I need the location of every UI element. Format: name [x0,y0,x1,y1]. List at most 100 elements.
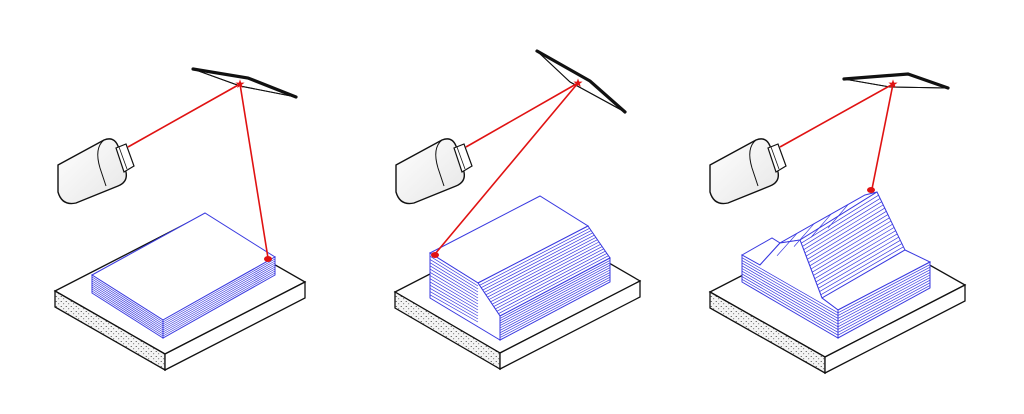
layer-line [816,236,899,286]
layer-line [499,269,611,329]
layer-line [487,239,598,298]
layer-line [803,201,882,250]
layer-line [499,274,611,334]
printed-part-icon [740,191,932,339]
layer-line [162,270,276,335]
scanner-mirror-icon [191,67,298,99]
layer-line [162,266,276,331]
layer-line [741,278,839,336]
layer-line [162,272,276,337]
layer-line [498,255,609,314]
laser-spot-icon [867,187,875,193]
layer-line [499,276,611,336]
layer-line [741,270,839,328]
mirror-reflection-point: ★ [888,77,899,91]
layer-line [429,268,479,299]
layer-line [793,223,815,247]
laser-spot-icon [264,256,272,262]
layer-line [429,294,479,323]
laser-source-icon [57,138,135,205]
layer-line [429,278,479,308]
layer-line [804,204,884,254]
layer-line [741,262,839,319]
layer-line [801,194,879,244]
layer-line [499,267,611,326]
layer-line [814,230,896,279]
panel-3: ★ [708,72,967,375]
layer-line [810,220,892,270]
laser-beam [779,83,894,190]
layer-line [91,286,164,333]
layer-line [429,271,479,302]
layer-line [429,291,479,320]
panel-1: ★ [53,67,307,372]
layer-line [162,264,276,329]
layer-line [480,230,592,289]
layer-line [813,227,895,276]
layer-line [837,279,931,330]
layer-line [802,198,881,247]
scanner-mirror-icon [842,72,950,90]
mirror-reflection-point: ★ [573,76,584,90]
layer-line [496,253,608,312]
laser-spot-icon [431,252,439,258]
layer-line [741,268,839,325]
layer-line [91,276,164,323]
layer-line [499,260,611,319]
layer-line [482,232,593,291]
layer-line [499,272,611,331]
layer-line [429,255,479,287]
layer-line [818,240,901,289]
layer-line [741,273,839,330]
layer-line [741,265,839,322]
layer-line [815,233,898,283]
printed-part-icon [428,195,611,341]
laser-beam [127,83,269,259]
panel-2: ★ [393,49,642,371]
layer-line [488,241,600,300]
layer-line [429,288,479,317]
layer-line [776,233,798,257]
layer-line [495,250,606,310]
layer-line [162,268,276,333]
layer-line [91,282,164,329]
layer-line [819,243,903,292]
layer-line [837,274,931,325]
layer-line [485,237,597,296]
layer-line [741,257,839,314]
layer-line [479,227,590,286]
layer-line [499,279,611,338]
printed-part-icon [91,212,276,339]
layer-line [809,217,890,267]
layer-line [91,280,164,327]
layer-line [810,213,832,238]
layer-line [490,243,601,303]
layer-line [493,248,604,307]
layer-line [499,262,611,322]
laser-source-icon [395,138,473,205]
layer-line [837,277,931,328]
layer-line [837,272,931,322]
layer-line [837,285,931,336]
layer-line [429,265,479,296]
layer-line [162,262,276,327]
layer-line [429,275,479,305]
layer-line [484,234,595,293]
layer-line [805,207,885,257]
layer-line [812,223,893,273]
layer-line [162,260,276,325]
layer-line [741,260,839,316]
layer-line [429,259,479,290]
layer-line [429,284,479,314]
layer-line [807,211,887,260]
layer-line [91,284,164,331]
layer-line [827,204,849,229]
layer-line [837,282,931,333]
scanner-mirror-icon [535,49,627,114]
layer-line [837,266,931,316]
layer-line [741,276,839,333]
laser-beam [434,82,579,255]
layer-line [162,258,276,323]
